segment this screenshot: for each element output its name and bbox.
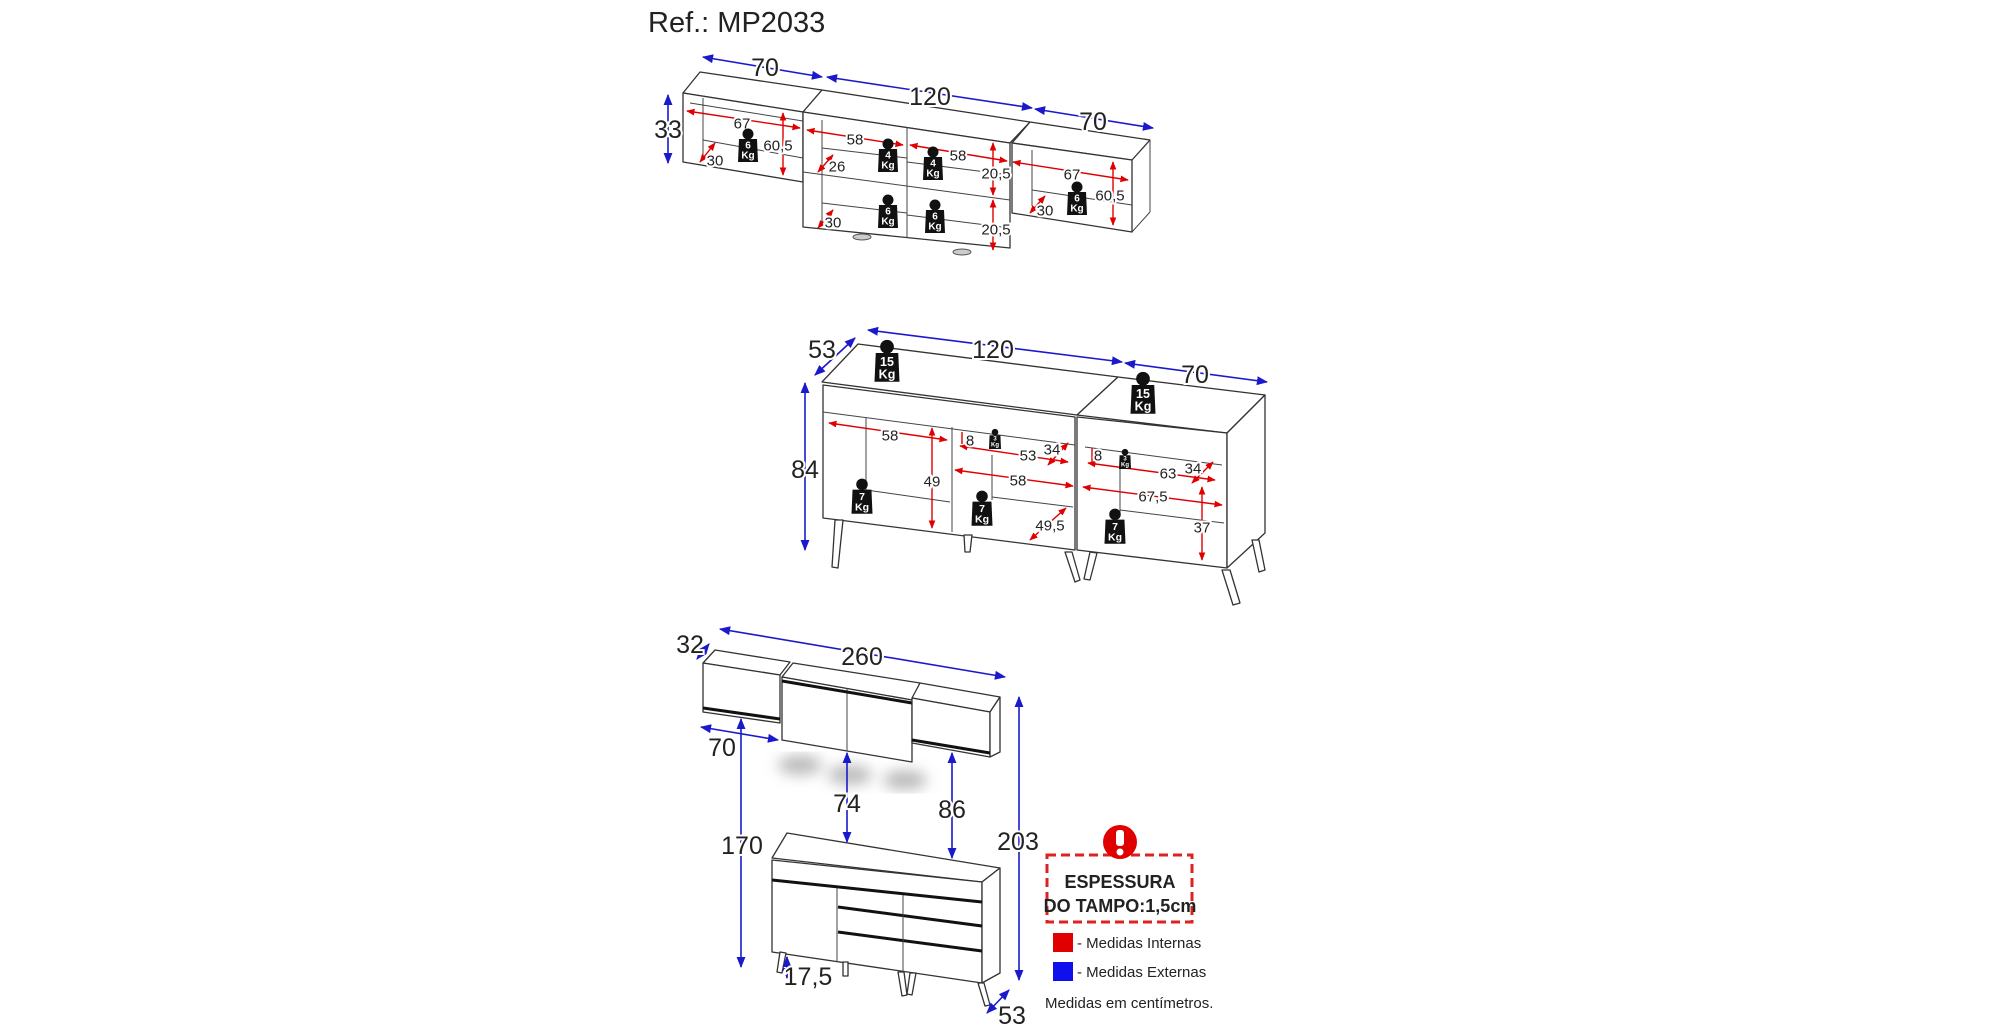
- upper-cabinets-dimension-label: 26: [829, 159, 846, 176]
- weight-value: 4: [885, 151, 891, 162]
- base-cabinets-dimension-label: 49: [924, 474, 941, 491]
- assembled-dimension-label: 170: [721, 832, 763, 860]
- upper-cabinets-dimension-label: 60,5: [1095, 188, 1124, 205]
- weight-icon: 6Kg: [738, 128, 758, 162]
- legend-internal-swatch: [1053, 933, 1073, 952]
- weight-value: 7: [979, 503, 985, 515]
- base-cabinets-dimension-label: 63: [1160, 466, 1177, 483]
- weight-unit: Kg: [926, 169, 939, 180]
- legend-external-label: - Medidas Externas: [1077, 964, 1206, 981]
- base-cabinets-dimension-label: 49,5: [1035, 518, 1064, 535]
- weight-icon: 4Kg: [923, 146, 943, 180]
- base-cabinets-dimension-label: 8: [1094, 448, 1102, 465]
- assembled-dimension-label: 74: [833, 790, 861, 818]
- weight-unit: Kg: [881, 217, 894, 228]
- assembled-dimension-label: 86: [938, 796, 966, 824]
- assembled-dimension-label: 32: [676, 631, 704, 659]
- weight-value: 15: [880, 355, 894, 369]
- assembled-dimension-lines: [696, 626, 1024, 1014]
- upper-cabinets-dimension-label: 20,5: [981, 166, 1010, 183]
- assembled-dimension-label: 70: [708, 734, 736, 762]
- base-cabinets-dimension-label: 8: [966, 433, 974, 450]
- warning-line-2: DO TAMPO:1,5cm: [1044, 896, 1197, 916]
- exclamation-icon: [1103, 825, 1137, 859]
- upper-cabinets-dimension-label: 58: [847, 132, 864, 149]
- base-cabinets-dimension-label: 34: [1044, 442, 1061, 459]
- weight-value: 6: [932, 212, 938, 223]
- weight-value: 6: [1074, 194, 1080, 205]
- weight-unit: Kg: [879, 367, 896, 381]
- weight-unit: Kg: [928, 222, 941, 233]
- weight-value: 6: [745, 141, 751, 152]
- base-cabinets-dimension-label: 67,5: [1138, 489, 1167, 506]
- base-cabinets-dimension-label: 53: [808, 336, 836, 364]
- weight-unit: Kg: [741, 151, 754, 162]
- weight-value: 3: [1123, 456, 1127, 462]
- weight-value: 7: [859, 491, 865, 503]
- assembled-dimension-label: 53: [998, 1002, 1026, 1028]
- base-cabinets-dimension-label: 58: [1010, 473, 1027, 490]
- upper-cabinets-dimension-label: 30: [1037, 203, 1054, 220]
- weight-value: 3: [993, 436, 997, 442]
- base-dimension-lines: [800, 326, 1269, 561]
- assembled-dimension-label: 260: [841, 643, 883, 671]
- weight-icon: 3Kg: [989, 428, 1001, 449]
- weight-unit: Kg: [1108, 531, 1122, 543]
- upper-cabinets-dimension-label: 70: [751, 54, 779, 82]
- weight-icon: 7Kg: [851, 478, 873, 514]
- weight-icon: 4Kg: [878, 138, 898, 172]
- weight-unit: Kg: [855, 501, 869, 513]
- weight-unit: Kg: [1135, 399, 1152, 413]
- assembled-dimension-label: 203: [997, 828, 1039, 856]
- base-cabinets-dimension-label: 37: [1194, 520, 1211, 537]
- weight-value: 4: [930, 159, 936, 170]
- legend-internal-label: - Medidas Internas: [1077, 935, 1201, 952]
- upper-cabinets-dimension-label: 33: [654, 116, 682, 144]
- weight-icon: 7Kg: [1104, 508, 1126, 544]
- upper-cabinets-dimension-label: 58: [950, 148, 967, 165]
- upper-cabinets-dimension-label: 60,5: [763, 138, 792, 155]
- units-note: Medidas em centímetros.: [1045, 995, 1213, 1012]
- weight-icon: 3Kg: [1119, 448, 1131, 469]
- upper-cabinets-dimension-label: 67: [1064, 167, 1081, 184]
- legend-external-swatch: [1053, 962, 1073, 981]
- base-cabinets-dimension-label: 120: [972, 336, 1014, 364]
- warning-line-1: ESPESSURA: [1064, 872, 1175, 892]
- weight-unit: Kg: [975, 513, 989, 525]
- upper-cabinets-dimension-label: 70: [1079, 108, 1107, 136]
- legend: - Medidas Internas - Medidas Externas Me…: [1045, 933, 1213, 1012]
- upper-dimension-lines: [663, 54, 1155, 251]
- weight-icon: 6Kg: [878, 194, 898, 228]
- weight-icon: 6Kg: [925, 199, 945, 233]
- base-cabinets-dimension-label: 34: [1185, 461, 1202, 478]
- base-cabinets-dimension-label: 70: [1181, 361, 1209, 389]
- base-cabinets-dimension-label: 58: [882, 428, 899, 445]
- weight-unit: Kg: [991, 442, 999, 448]
- weight-value: 6: [885, 207, 891, 218]
- weight-icon: 6Kg: [1067, 181, 1087, 215]
- upper-cabinets-dimension-label: 20,5: [981, 222, 1010, 239]
- weight-value: 7: [1112, 521, 1118, 533]
- weight-icon: 7Kg: [971, 490, 993, 526]
- upper-cabinets-dimension-label: 30: [825, 215, 842, 232]
- upper-cabinets-dimension-label: 30: [707, 153, 724, 170]
- weight-unit: Kg: [1070, 204, 1083, 215]
- upper-cabinets-dimension-label: 120: [909, 83, 951, 111]
- weight-unit: Kg: [881, 161, 894, 172]
- base-cabinets-dimension-label: 53: [1020, 448, 1037, 465]
- weight-value: 15: [1136, 387, 1150, 401]
- assembled-drawing: [702, 649, 1001, 1007]
- reference-title: Ref.: MP2033: [648, 7, 825, 39]
- weight-unit: Kg: [1121, 462, 1129, 468]
- countertop-thickness-warning: ESPESSURA DO TAMPO:1,5cm: [1044, 825, 1197, 924]
- base-cabinets-dimension-label: 84: [791, 456, 819, 484]
- assembled-dimension-label: 17,5: [784, 963, 833, 991]
